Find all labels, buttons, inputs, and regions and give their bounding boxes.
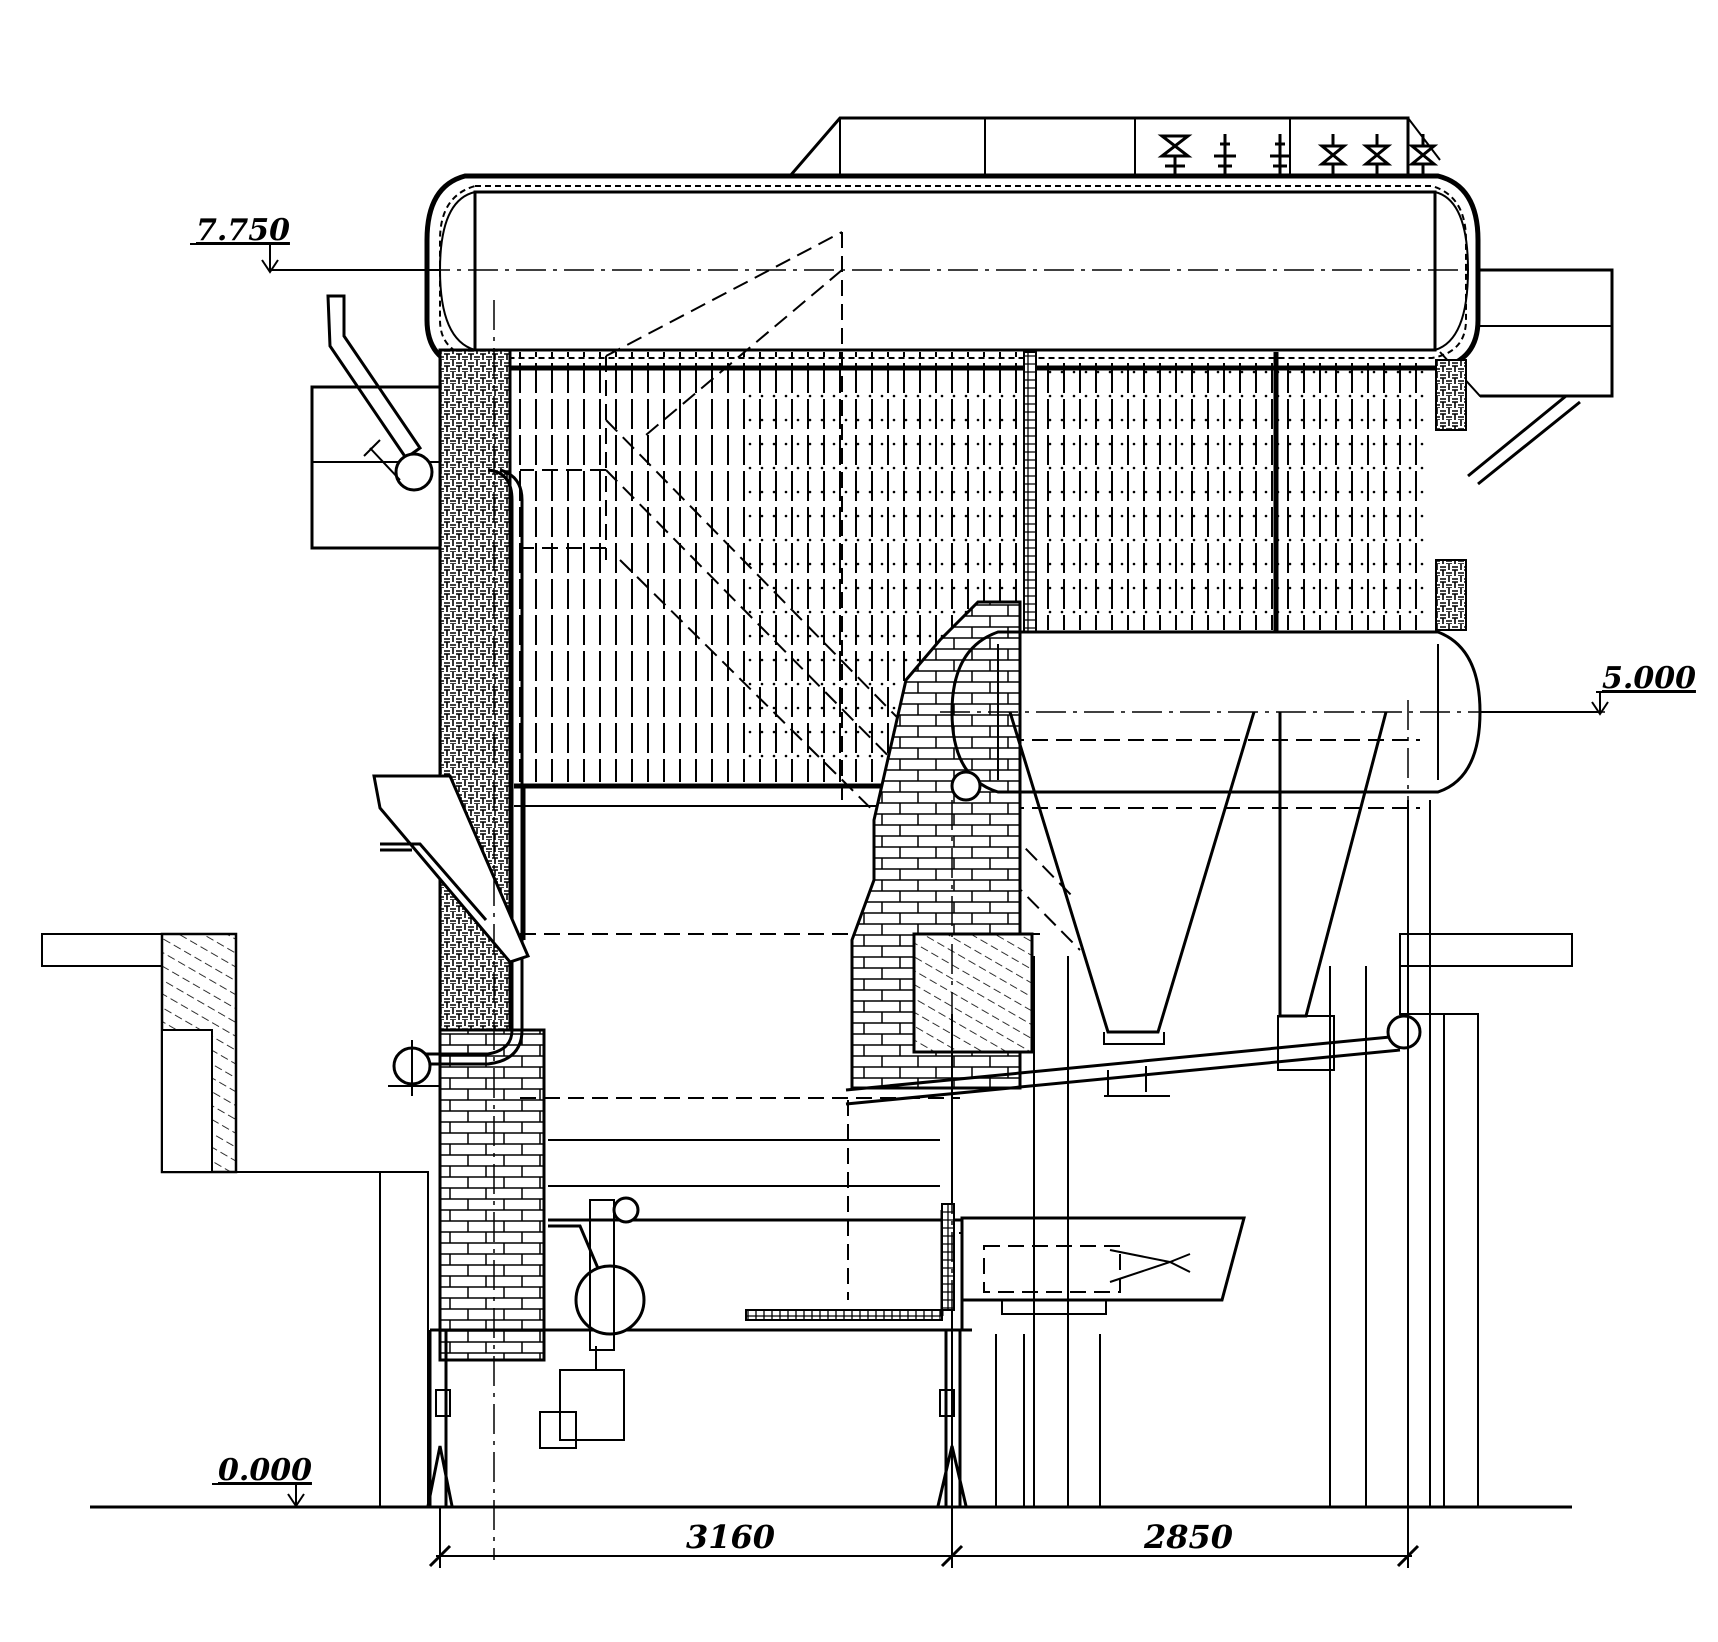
front-coal-feeder [960, 1216, 1246, 1315]
top-platform-frame [788, 116, 1441, 177]
elevation-label-top: 7.750 [196, 213, 290, 248]
upper-drum-casing [424, 173, 1481, 371]
support-columns [951, 800, 1431, 1506]
convection-tube-bank [514, 351, 1467, 782]
dimension-label-right: 2850 [1143, 1518, 1233, 1556]
dimension-label-left: 3160 [686, 1518, 775, 1556]
boiler-base-legs [426, 1328, 972, 1507]
stop-valve-icon [1317, 134, 1349, 176]
dimension-lines: 3160 2850 [428, 1506, 1420, 1568]
lower-left-header [388, 1040, 440, 1096]
chain-grate-stoker [548, 1203, 955, 1321]
grate-drive-motor [539, 1346, 625, 1449]
elevation-mark-top: 7.750 [190, 213, 440, 274]
elevation-mark-ground: 0.000 [212, 1453, 312, 1508]
ash-conveyor [845, 1014, 1422, 1106]
centerlines [493, 300, 1409, 1560]
grate-drive-sprocket [574, 1196, 646, 1351]
drum-connector-header [950, 770, 982, 802]
stop-valve-icon [1407, 134, 1439, 176]
safety-valve-group [1157, 134, 1439, 176]
ash-hopper-left [1008, 711, 1256, 1045]
upper-steam-drum [420, 190, 1488, 352]
safety-valve-icon [1270, 134, 1290, 176]
elevation-label-ground: 0.000 [218, 1453, 312, 1488]
downcomer-pipe [326, 294, 423, 461]
left-platform [41, 932, 429, 1506]
right-platform [1329, 933, 1573, 1506]
coal-feed-chute [372, 774, 531, 964]
lower-water-drum [940, 630, 1610, 794]
ash-hopper-right [1277, 711, 1388, 1071]
elevation-label-drum: 5.000 [1602, 661, 1696, 696]
safety-valve-icon [1214, 134, 1236, 176]
safety-valve-icon [1157, 134, 1193, 176]
upper-left-header [363, 439, 434, 492]
stop-valve-icon [1361, 134, 1393, 176]
arch-hatched-block [912, 932, 1034, 1054]
elevation-mark-drum: 5.000 [1480, 661, 1696, 716]
